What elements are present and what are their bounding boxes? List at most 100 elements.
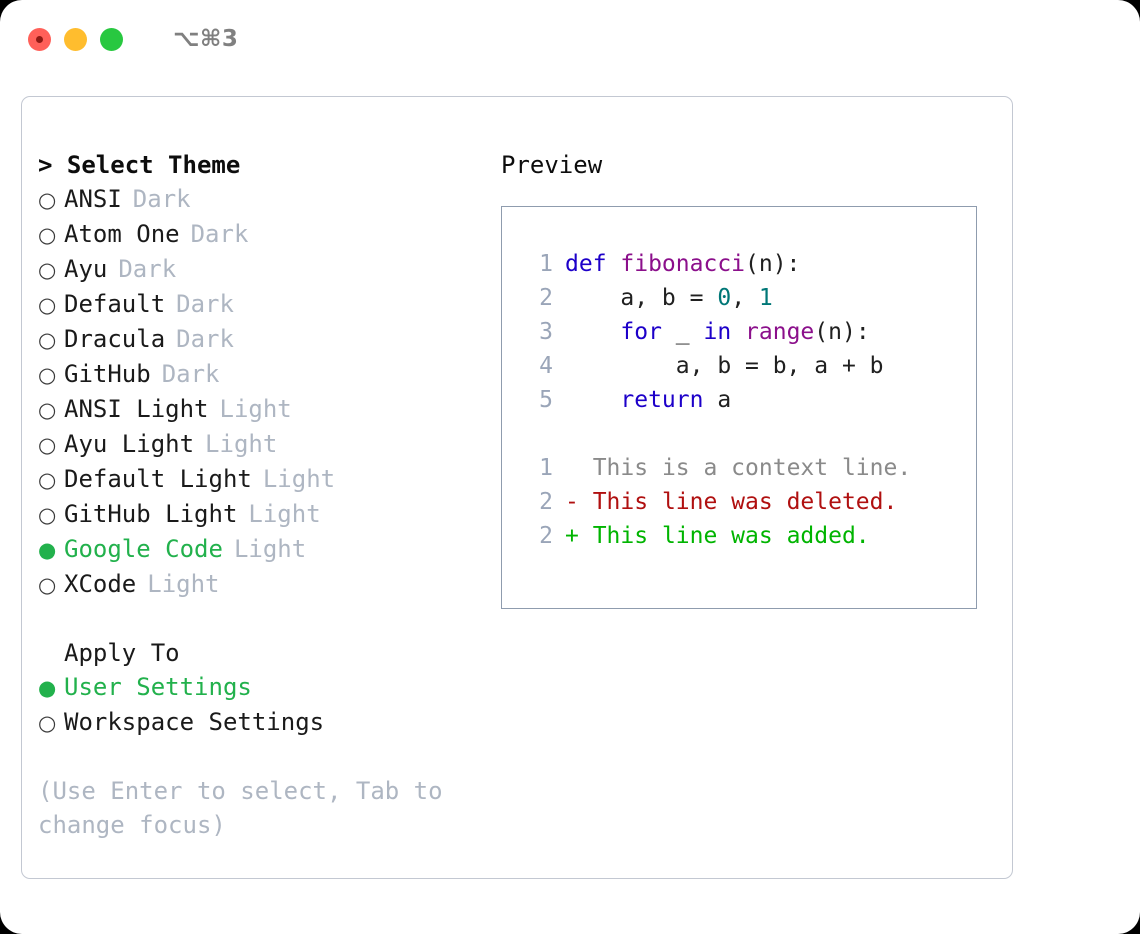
radio-unselected-icon: ○ — [38, 503, 57, 527]
code-line: 4 a, b = b, a + b — [519, 349, 911, 383]
preview-box: 1 def fibonacci(n): 2 a, b = 0, 1 3 for _ i… — [501, 206, 977, 609]
theme-variant-tag: Dark — [132, 185, 191, 213]
theme-option-label: Atom One — [64, 220, 180, 248]
code-token-var: a, b = — [565, 285, 718, 311]
code-token-fn: fibonacci — [620, 251, 746, 277]
line-number: 2 — [539, 523, 553, 549]
code-line-text: return a — [565, 383, 731, 417]
code-token-punc — [565, 387, 620, 413]
select-theme-heading: > Select Theme — [38, 151, 241, 179]
radio-unselected-icon: ○ — [38, 293, 57, 317]
theme-variant-tag: Dark — [161, 360, 220, 388]
code-line-text: for _ in range(n): — [565, 315, 870, 349]
apply-to-option-user-settings[interactable]: ●User Settings — [38, 670, 478, 705]
theme-option-ayu-light[interactable]: ○ Ayu Light Light — [38, 427, 478, 462]
theme-option-ayu[interactable]: ○ Ayu Dark — [38, 252, 478, 287]
code-token-num: 1 — [758, 285, 773, 311]
keyboard-hint-text: (Use Enter to select, Tab to change focu… — [38, 777, 458, 839]
radio-unselected-icon: ○ — [38, 398, 57, 422]
diff-sample-block: 1 This is a context line.2- This line wa… — [519, 451, 911, 553]
diff-line-text: This line was deleted. — [592, 489, 898, 515]
radio-unselected-icon: ○ — [38, 468, 57, 492]
theme-option-ansi-light[interactable]: ○ ANSI Light Light — [38, 392, 478, 427]
syntax-sample-block: 1 def fibonacci(n): 2 a, b = 0, 1 3 for _ i… — [519, 247, 911, 417]
theme-variant-tag: Dark — [118, 255, 177, 283]
preview-column: Preview 1 def fibonacci(n): 2 a, b = 0, 1 3… — [501, 148, 996, 609]
theme-variant-tag: Dark — [176, 290, 234, 318]
radio-unselected-icon: ○ — [38, 188, 57, 212]
theme-option-label: Ayu Light — [64, 430, 195, 458]
code-token-kw: in — [703, 319, 732, 345]
radio-unselected-icon: ○ — [38, 433, 57, 457]
radio-unselected-icon: ○ — [38, 573, 57, 597]
theme-variant-tag: Light — [219, 395, 292, 423]
radio-unselected-icon: ○ — [38, 363, 57, 387]
theme-variant-tag: Dark — [176, 325, 234, 353]
theme-option-default[interactable]: ○ Default Dark — [38, 287, 478, 322]
hint-spacer — [38, 740, 478, 774]
line-number: 3 — [539, 319, 553, 345]
code-token-punc: (n): — [814, 319, 870, 345]
list-spacer — [38, 602, 478, 636]
code-token-punc — [565, 319, 620, 345]
diff-line: 2 + This line was added. — [519, 519, 911, 553]
line-number: 4 — [539, 353, 553, 379]
theme-option-label: Default — [64, 290, 166, 318]
radio-selected-icon: ● — [38, 538, 57, 562]
theme-option-label: GitHub Light — [64, 500, 238, 528]
code-diff-spacer — [519, 417, 911, 451]
maximize-window-button[interactable] — [100, 27, 123, 51]
minimize-window-button[interactable] — [64, 27, 87, 51]
theme-option-label: Ayu — [64, 255, 108, 283]
radio-unselected-icon: ○ — [38, 258, 57, 282]
diff-line-text: This line was added. — [592, 523, 870, 549]
title-bar: ⌥⌘3 — [0, 0, 1140, 78]
apply-to-list: ●User Settings ○ Workspace Settings — [38, 670, 478, 740]
theme-option-label: ANSI — [64, 185, 122, 213]
theme-option-ansi[interactable]: ○ ANSI Dark — [38, 182, 478, 217]
apply-to-option-label: User Settings — [64, 673, 252, 701]
diff-marker: + — [565, 523, 593, 549]
code-token-punc — [731, 319, 745, 345]
theme-variant-tag: Light — [147, 570, 220, 598]
line-number: 5 — [539, 387, 553, 413]
line-number: 2 — [539, 285, 553, 311]
code-token-punc: , — [731, 285, 759, 311]
code-token-kw: return — [620, 387, 704, 413]
diff-line: 2- This line was deleted. — [519, 485, 911, 519]
radio-unselected-icon: ○ — [38, 223, 57, 247]
code-preview: 1 def fibonacci(n): 2 a, b = 0, 1 3 for _ i… — [519, 247, 911, 553]
code-token-var: a — [703, 387, 732, 413]
radio-unselected-icon: ○ — [38, 711, 57, 735]
diff-marker: - — [565, 489, 593, 515]
close-window-button[interactable] — [28, 27, 51, 51]
code-line: 1 def fibonacci(n): — [519, 247, 911, 281]
code-line-text: a, b = 0, 1 — [565, 281, 773, 315]
line-number: 1 — [539, 251, 553, 277]
theme-option-label: ANSI Light — [64, 395, 209, 423]
diff-line: 1 This is a context line. — [519, 451, 911, 485]
diff-marker — [565, 451, 593, 485]
preview-heading: Preview — [501, 151, 603, 179]
code-line: 5 return a — [519, 383, 911, 417]
theme-variant-tag: Light — [262, 465, 336, 493]
code-line-text: def fibonacci(n): — [565, 247, 800, 281]
window-shortcut-label: ⌥⌘3 — [173, 26, 239, 52]
traffic-light-group — [28, 27, 123, 51]
apply-to-heading: Apply To — [64, 639, 180, 667]
theme-variant-tag: Light — [205, 430, 278, 458]
apply-to-option-label: Workspace Settings — [64, 708, 325, 736]
apply-to-option-workspace-settings[interactable]: ○ Workspace Settings — [38, 705, 478, 740]
code-token-num: 0 — [717, 285, 732, 311]
